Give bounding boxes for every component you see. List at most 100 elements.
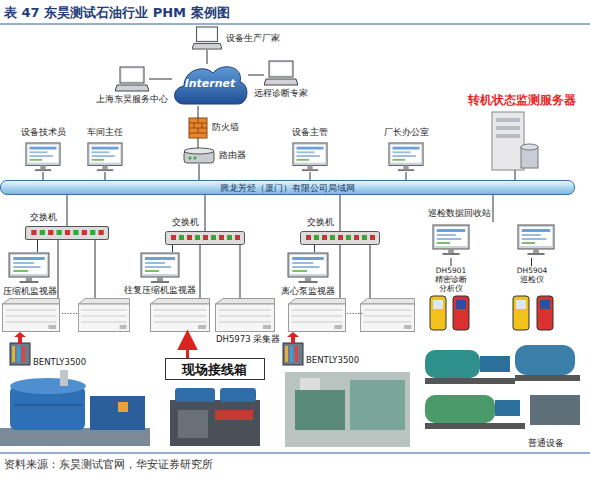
general-equipment (515, 345, 575, 375)
bentley-rack-icon (285, 346, 288, 362)
pump-machine (285, 372, 410, 447)
up-arrow (18, 336, 22, 343)
compressor-machine (14, 405, 82, 406)
node-text: 交换机 (300, 217, 340, 227)
wire (95, 240, 96, 298)
lan-bus: 腾龙芳烃（厦门）有限公司局域网 (0, 180, 575, 195)
switch-icon (166, 232, 245, 245)
general-equipment (530, 395, 580, 425)
rule-line (0, 24, 590, 453)
general-equipment (495, 400, 520, 416)
connector-line (207, 50, 208, 64)
node-text: 腾龙芳烃（厦门）有限公司局域网 (1, 183, 574, 193)
chiller-machine (220, 388, 256, 402)
server: 转机状态监测服务器 (492, 112, 538, 170)
connector-line (310, 172, 311, 180)
pump-machine (295, 390, 345, 430)
workstation-icon (389, 143, 423, 171)
router: 路由器 (184, 148, 214, 164)
wire (200, 245, 201, 298)
workstation: 设备技术员 (25, 142, 61, 172)
firewall-icon (202, 123, 203, 128)
server-icon (496, 134, 520, 138)
collector-icon (216, 299, 275, 332)
monitor-icon (288, 253, 328, 283)
handheld-icon (433, 300, 443, 309)
compressor-machine (0, 370, 150, 446)
router-icon (184, 148, 214, 154)
wire (340, 245, 341, 298)
node-text: 路由器 (219, 150, 259, 160)
workstation-icon (26, 143, 60, 171)
collector: DH5973 采集器 (150, 298, 210, 332)
node-text: 设备技术员 (5, 127, 81, 137)
monitor-icon (9, 253, 49, 283)
handheld-icon (540, 300, 550, 309)
node-text: DH5973 采集器 (216, 334, 286, 344)
node-text: 上海东昊服务中心 (90, 94, 174, 104)
handheld-icon (513, 296, 529, 330)
wire (58, 240, 59, 298)
connector-line (314, 245, 315, 252)
connector-line (199, 164, 200, 180)
workstation-icon (293, 143, 327, 171)
connector-line (67, 195, 68, 226)
firewall-icon (189, 118, 207, 138)
workstation: 车间主任 (87, 142, 123, 172)
connector-line (172, 245, 173, 252)
collector-icon (78, 299, 129, 332)
general-equipment (425, 378, 515, 384)
pump-machine (350, 380, 405, 430)
arrow-connector (186, 332, 189, 358)
bentley-rack-icon (290, 346, 293, 362)
bentley-rack-icon (295, 346, 298, 362)
rule-line (0, 453, 590, 454)
laptop: 设备生产厂家 (192, 26, 222, 50)
up-arrow (291, 336, 295, 343)
connector-line (205, 195, 206, 231)
general-equipment (480, 356, 510, 372)
switch: 交换机 (25, 226, 109, 240)
firewall-icon (189, 118, 207, 138)
server-icon (521, 144, 538, 150)
bentley-rack-icon (10, 343, 30, 365)
connector-line (451, 258, 452, 266)
wire (370, 245, 371, 298)
general-equipment (425, 350, 480, 378)
bentley-rack-icon (283, 343, 303, 365)
connector-line (515, 170, 516, 180)
node-text: 交换机 (23, 212, 63, 222)
node-text: DH5904 巡检仪 (512, 266, 552, 284)
node-text: 防火墙 (212, 122, 252, 132)
node-text: BENTLY3500 (33, 357, 93, 367)
handheld-icon (430, 296, 446, 330)
switch: 交换机 (165, 231, 245, 245)
collector-icon (288, 299, 345, 332)
rule-line (0, 24, 590, 25)
pump-machine (300, 378, 320, 390)
internet-cloud: Internet (172, 64, 248, 106)
node-text: 普通设备 (528, 438, 578, 448)
connector-line (37, 240, 38, 252)
connector-line (248, 75, 264, 76)
node-text: 远程诊断专家 (251, 88, 311, 98)
workstation: 厂长办公室 (388, 142, 424, 172)
node-text: 厂长办公室 (368, 127, 444, 137)
collector-icon (360, 299, 414, 332)
bentley-rack-icon (17, 346, 20, 362)
up-arrow (287, 332, 299, 337)
equipment: 普通设备 (420, 338, 585, 433)
node-text: DH5901 精密诊断 分析仪 (431, 266, 471, 293)
node-text: Internet (172, 77, 248, 90)
node-text: 交换机 (165, 217, 205, 227)
workstation-icon (26, 143, 423, 171)
node-text: BENTLY3500 (306, 355, 366, 365)
switch-icon (26, 227, 380, 245)
connector-line (340, 195, 341, 231)
bentley-rack: BENTLY3500 (10, 343, 30, 365)
ellipsis-label: ...... (61, 306, 78, 316)
laptop: 远程诊断专家 (264, 60, 298, 86)
connector-line (105, 172, 106, 180)
